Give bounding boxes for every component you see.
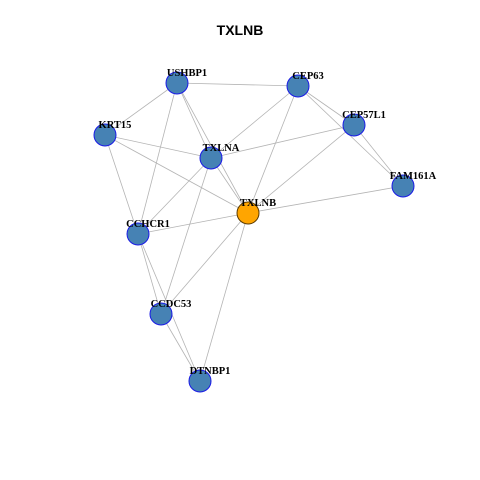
edge-cep57l1-fam161a bbox=[353, 124, 404, 187]
edge-krt15-txlnb bbox=[104, 134, 249, 214]
edge-krt15-txlna bbox=[104, 134, 212, 159]
edge-ushbp1-txlna bbox=[176, 82, 212, 159]
chart-title: TXLNB bbox=[216, 22, 264, 38]
edge-cep57l1-txlnb bbox=[247, 124, 355, 214]
node-label-txlna: TXLNA bbox=[203, 143, 240, 154]
node-label-cep63: CEP63 bbox=[292, 71, 324, 82]
edge-txlnb-ccdc53 bbox=[160, 212, 249, 315]
node-label-fam161a: FAM161A bbox=[390, 171, 437, 182]
node-label-ccdc53: CCDC53 bbox=[151, 299, 192, 310]
edge-txlnb-cchcr1 bbox=[137, 212, 249, 235]
node-txlna[interactable] bbox=[199, 146, 223, 170]
edge-cep63-txlnb bbox=[247, 85, 299, 214]
node-cchcr1[interactable] bbox=[126, 222, 150, 246]
node-dtnbp1[interactable] bbox=[188, 369, 212, 393]
node-txlnb[interactable] bbox=[236, 201, 260, 225]
edge-krt15-cchcr1 bbox=[104, 134, 139, 235]
node-cep63[interactable] bbox=[286, 74, 310, 98]
node-cep57l1[interactable] bbox=[342, 113, 366, 137]
node-label-ushbp1: USHBP1 bbox=[167, 68, 207, 79]
edge-cep57l1-txlna bbox=[210, 124, 355, 159]
node-fam161a[interactable] bbox=[391, 174, 415, 198]
node-ccdc53[interactable] bbox=[149, 302, 173, 326]
node-label-cchcr1: CCHCR1 bbox=[126, 219, 170, 230]
edge-ushbp1-cchcr1 bbox=[137, 82, 178, 235]
edge-cep63-txlna bbox=[210, 85, 299, 159]
node-label-txlnb: TXLNB bbox=[240, 198, 276, 209]
edge-ccdc53-dtnbp1 bbox=[160, 313, 201, 382]
node-label-cep57l1: CEP57L1 bbox=[342, 110, 386, 121]
edge-txlnb-fam161a bbox=[247, 185, 404, 214]
node-ushbp1[interactable] bbox=[165, 71, 189, 95]
edge-cep63-fam161a bbox=[297, 85, 404, 187]
node-label-krt15: KRT15 bbox=[99, 120, 132, 131]
edge-ushbp1-cep63 bbox=[176, 82, 299, 87]
edge-txlna-cchcr1 bbox=[137, 157, 212, 235]
edge-cchcr1-ccdc53 bbox=[137, 233, 162, 315]
edge-ushbp1-krt15 bbox=[104, 82, 178, 136]
node-layer bbox=[93, 71, 415, 393]
edge-txlnb-dtnbp1 bbox=[199, 212, 249, 382]
edge-txlna-ccdc53 bbox=[160, 157, 212, 315]
node-label-dtnbp1: DTNBP1 bbox=[190, 366, 231, 377]
node-krt15[interactable] bbox=[93, 123, 117, 147]
